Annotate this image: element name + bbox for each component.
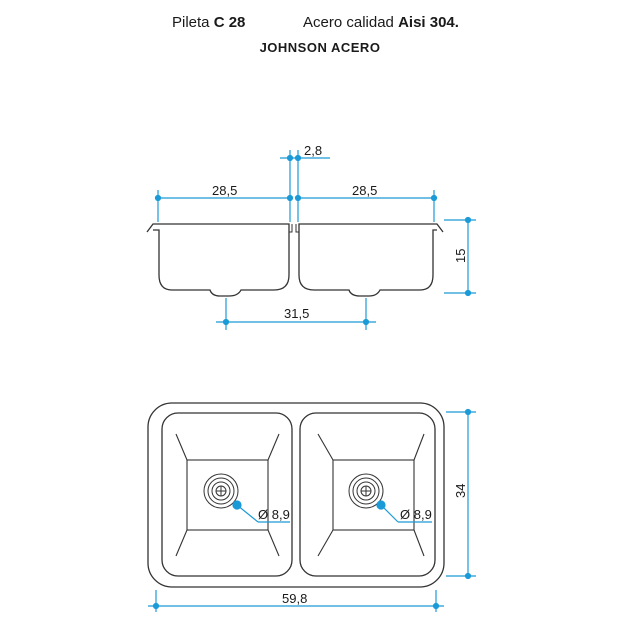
drain-spacing-dimension: 31,5 [284,306,309,321]
sink-outer-rim [147,402,445,588]
dimension-lines [148,150,476,612]
left-drain-icon [203,473,239,509]
depth-dimension: 15 [453,249,468,263]
brand-name: JOHNSON ACERO [259,40,381,55]
total-width-dimension: 59,8 [282,591,307,606]
left-drain-diameter: Ø 8,9 [258,507,290,522]
right-bowl-section [298,223,444,297]
left-bowl-section [146,223,290,297]
right-drain-icon [348,473,384,509]
quality-value: Aisi 304. [398,14,459,31]
quality-prefix: Acero calidad [303,14,399,31]
model-prefix: Pileta [172,14,214,31]
right-bowl [299,412,436,577]
model-code: C 28 [213,14,246,31]
quality-label: Acero calidad Aisi 304. [303,14,459,31]
plan-view [147,402,445,588]
gap-dimension: 2,8 [304,143,322,158]
section-view [146,223,444,297]
model-label: Pileta C 28 [172,14,245,31]
right-bowl-width-dimension: 28,5 [352,183,377,198]
left-bowl-width-dimension: 28,5 [212,183,237,198]
right-drain-diameter: Ø 8,9 [400,507,432,522]
left-bowl [161,412,293,577]
height-dimension: 34 [453,484,468,498]
